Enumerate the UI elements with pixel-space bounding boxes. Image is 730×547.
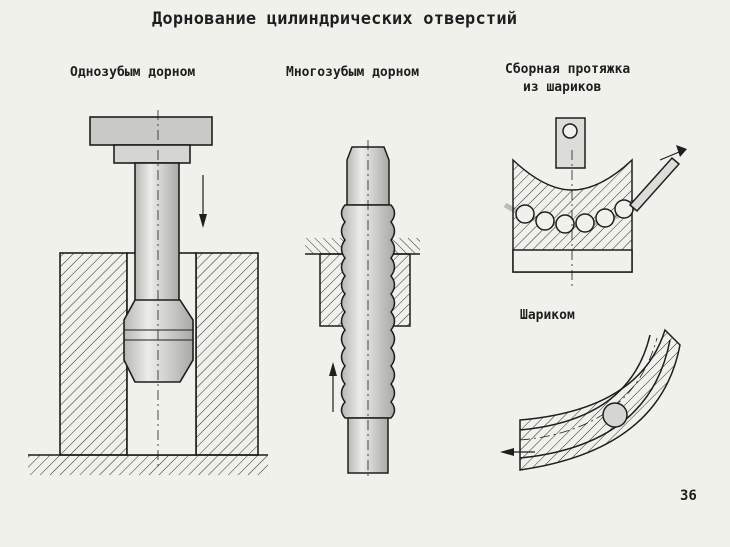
mandrel-shaft (134, 162, 180, 304)
caption-multi-tooth-mandrel: Многозубым дорном (286, 65, 420, 80)
caption-ball: Шариком (520, 308, 575, 323)
workpiece-left (59, 252, 128, 456)
workpiece-right (195, 252, 259, 456)
ball-broach-figure (503, 117, 687, 290)
mandrel-tooth (123, 299, 194, 383)
caption-assembled-broach-line1: Сборная протяжка (505, 62, 631, 77)
mandrel-head (89, 116, 213, 146)
ball-chain (515, 199, 634, 234)
mandrel-collar (113, 144, 191, 164)
single-tooth-mandrel-figure (28, 110, 268, 475)
multi-tooth-mandrel-figure (305, 140, 420, 480)
curved-part-outer (519, 328, 681, 471)
page-number: 36 (680, 488, 697, 504)
ball-figure (500, 328, 681, 471)
caption-assembled-broach-line2: из шариков (523, 80, 602, 95)
mandrel-teeth (340, 204, 396, 419)
ground-hatch (28, 455, 268, 475)
broach-rod (628, 156, 681, 213)
ball (602, 402, 628, 428)
caption-single-tooth-mandrel: Однозубым дорном (70, 65, 196, 80)
slide-title: Дорнование цилиндрических отверстий (152, 9, 518, 29)
